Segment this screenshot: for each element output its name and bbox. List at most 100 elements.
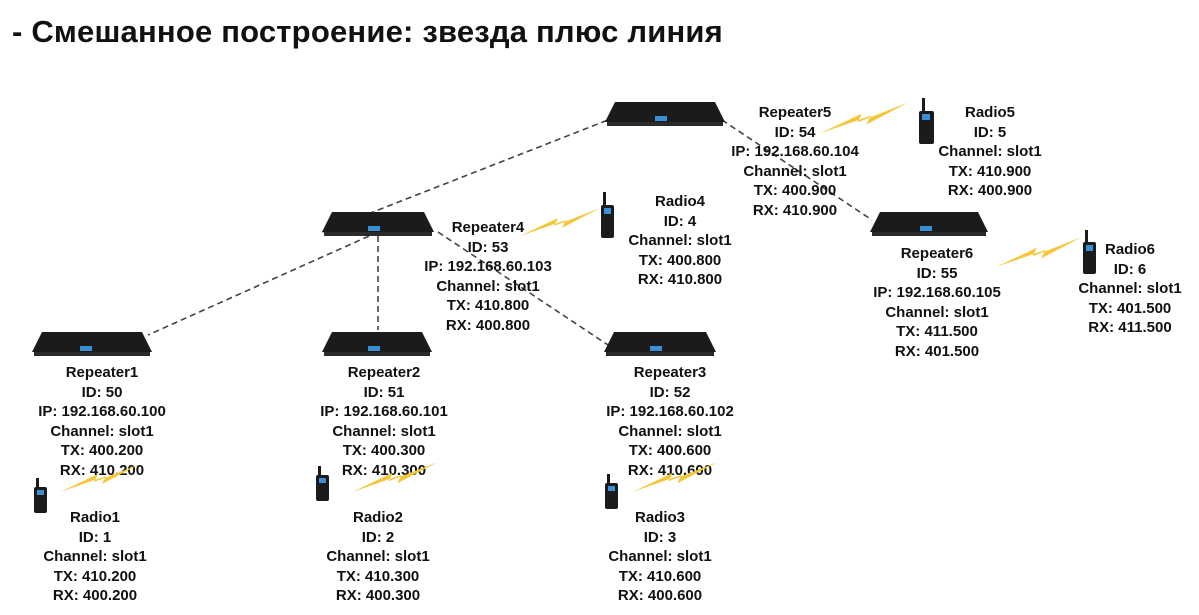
repeater-id: ID: 51 [363, 383, 405, 401]
lightning-icon-radio3 [632, 462, 718, 492]
repeater-id: ID: 54 [774, 123, 816, 141]
radio-name: Radio4 [654, 193, 706, 210]
radio-tx: TX: 401.500 [1088, 299, 1172, 317]
radio5-label: Radio5 ID: 5 Channel: slot1 TX: 410.900 … [938, 103, 1041, 201]
radio6-icon[interactable] [1082, 230, 1098, 281]
radio-name: Radio3 [634, 509, 686, 526]
radio-channel: Channel: slot1 [43, 548, 147, 565]
slide-title: - Смешанное построение: звезда плюс лини… [12, 14, 723, 49]
repeater-tx: TX: 400.900 [753, 182, 837, 199]
repeater3-device[interactable] [604, 330, 716, 358]
repeater-rx: RX: 410.200 [59, 461, 145, 479]
radio-rx: RX: 411.500 [1088, 319, 1172, 336]
repeater-channel: Channel: slot1 [332, 422, 436, 440]
repeater-rx: RX: 410.300 [341, 461, 427, 479]
repeater-channel: Channel: slot1 [50, 422, 154, 440]
repeater-ip: IP: 192.168.60.105 [873, 284, 1001, 301]
repeater-id: ID: 52 [649, 383, 691, 401]
repeater5-device[interactable] [605, 100, 725, 128]
lightning-icon-radio6 [996, 236, 1082, 268]
repeater6-label: Repeater6 ID: 55 IP: 192.168.60.105 Chan… [873, 244, 1001, 361]
lightning-icon-radio2 [352, 462, 438, 492]
radio4-label: Radio4 ID: 4 Channel: slot1 TX: 400.800 … [628, 192, 731, 290]
repeater1-label: Repeater1 ID: 50 IP: 192.168.60.100 Chan… [38, 363, 166, 480]
repeater2-label: Repeater2 ID: 51 IP: 192.168.60.101 Chan… [320, 363, 448, 480]
repeater-id: ID: 55 [916, 264, 958, 282]
repeater-rx: RX: 410.900 [752, 201, 838, 219]
radio-channel: Channel: slot1 [1078, 280, 1182, 297]
radio-tx: TX: 400.800 [638, 251, 722, 269]
repeater-tx: TX: 410.800 [446, 297, 530, 314]
repeater-channel: Channel: slot1 [618, 422, 722, 440]
radio-id: ID: 1 [78, 528, 112, 546]
radio-channel: Channel: slot1 [608, 548, 712, 565]
repeater-tx: TX: 400.600 [628, 442, 712, 459]
lightning-icon-radio4 [520, 208, 600, 236]
radio-tx: TX: 410.900 [948, 162, 1032, 180]
radio-name: Radio2 [352, 509, 404, 526]
repeater-ip: IP: 192.168.60.102 [606, 403, 734, 420]
radio-name: Radio6 [1104, 241, 1156, 258]
repeater4-device[interactable] [322, 210, 434, 238]
radio-id: ID: 3 [643, 528, 677, 546]
lightning-icon-radio5 [820, 102, 908, 134]
radio5-icon[interactable] [918, 98, 936, 151]
radio-tx: TX: 410.600 [618, 567, 702, 585]
radio-tx: TX: 410.300 [336, 567, 420, 585]
repeater-name: Repeater1 [65, 364, 139, 381]
repeater-channel: Channel: slot1 [436, 277, 540, 295]
radio3-icon[interactable] [604, 474, 620, 515]
repeater-name: Repeater3 [633, 364, 707, 381]
repeater-ip: IP: 192.168.60.101 [320, 403, 448, 420]
radio-channel: Channel: slot1 [938, 143, 1042, 160]
radio-id: ID: 6 [1113, 260, 1147, 278]
repeater-name: Repeater4 [451, 219, 525, 236]
radio-rx: RX: 400.200 [52, 587, 138, 604]
repeater-name: Repeater5 [758, 104, 832, 121]
radio2-label: Radio2 ID: 2 Channel: slot1 TX: 410.300 … [326, 508, 429, 606]
radio-rx: RX: 400.300 [335, 587, 421, 604]
link-repeater4-repeater1 [147, 231, 379, 336]
repeater-id: ID: 50 [81, 383, 123, 401]
repeater3-label: Repeater3 ID: 52 IP: 192.168.60.102 Chan… [606, 363, 734, 480]
radio-name: Radio1 [69, 509, 121, 526]
radio-rx: RX: 400.600 [617, 587, 703, 604]
repeater-name: Repeater2 [347, 364, 421, 381]
repeater2-device[interactable] [322, 330, 432, 358]
radio-id: ID: 5 [973, 123, 1007, 141]
radio-rx: RX: 410.800 [637, 271, 723, 288]
repeater4-label: Repeater4 ID: 53 IP: 192.168.60.103 Chan… [424, 218, 552, 335]
radio6-label: Radio6 ID: 6 Channel: slot1 TX: 401.500 … [1078, 240, 1181, 338]
radio-rx: RX: 400.900 [947, 182, 1033, 199]
repeater-rx: RX: 401.500 [894, 342, 980, 360]
repeater-rx: RX: 400.800 [445, 316, 531, 334]
radio-channel: Channel: slot1 [326, 548, 430, 565]
link-repeater5-repeater6 [721, 119, 873, 221]
radio3-label: Radio3 ID: 3 Channel: slot1 TX: 410.600 … [608, 508, 711, 606]
repeater-ip: IP: 192.168.60.104 [731, 143, 859, 160]
link-repeater4-repeater3 [437, 231, 609, 346]
repeater-ip: IP: 192.168.60.103 [424, 258, 552, 275]
radio2-icon[interactable] [315, 466, 331, 507]
repeater6-device[interactable] [870, 210, 988, 238]
repeater1-device[interactable] [32, 330, 152, 358]
radio1-icon[interactable] [33, 478, 49, 519]
repeater-id: ID: 53 [467, 238, 509, 256]
radio-tx: TX: 410.200 [53, 567, 137, 585]
radio-channel: Channel: slot1 [628, 232, 732, 249]
radio-id: ID: 4 [663, 212, 697, 230]
repeater-name: Repeater6 [900, 245, 974, 262]
radio4-icon[interactable] [600, 192, 616, 245]
repeater-tx: TX: 411.500 [896, 323, 978, 340]
radio-name: Radio5 [964, 104, 1016, 121]
repeater-tx: TX: 400.300 [342, 442, 426, 459]
repeater-channel: Channel: slot1 [885, 303, 989, 321]
repeater5-label: Repeater5 ID: 54 IP: 192.168.60.104 Chan… [731, 103, 859, 220]
repeater-channel: Channel: slot1 [743, 162, 847, 180]
radio-id: ID: 2 [361, 528, 395, 546]
radio1-label: Radio1 ID: 1 Channel: slot1 TX: 410.200 … [43, 508, 146, 606]
repeater-ip: IP: 192.168.60.100 [38, 403, 166, 420]
lightning-icon-radio1 [60, 464, 140, 492]
repeater-tx: TX: 400.200 [60, 442, 144, 459]
